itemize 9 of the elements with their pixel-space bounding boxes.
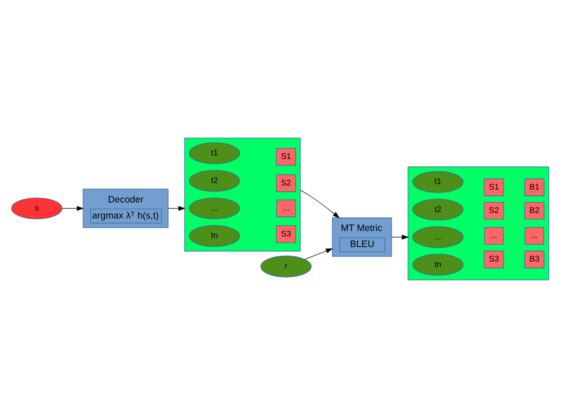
arrow	[391, 234, 409, 240]
arrow	[300, 189, 340, 218]
node-box: MT Metric BLEU	[332, 217, 392, 256]
arrow	[62, 205, 84, 210]
arrow	[304, 248, 333, 260]
arrow	[168, 205, 186, 210]
node-box: Decoder argmax λᵀ h(s,t)	[82, 188, 168, 228]
cluster	[408, 166, 550, 280]
cluster	[184, 137, 301, 252]
